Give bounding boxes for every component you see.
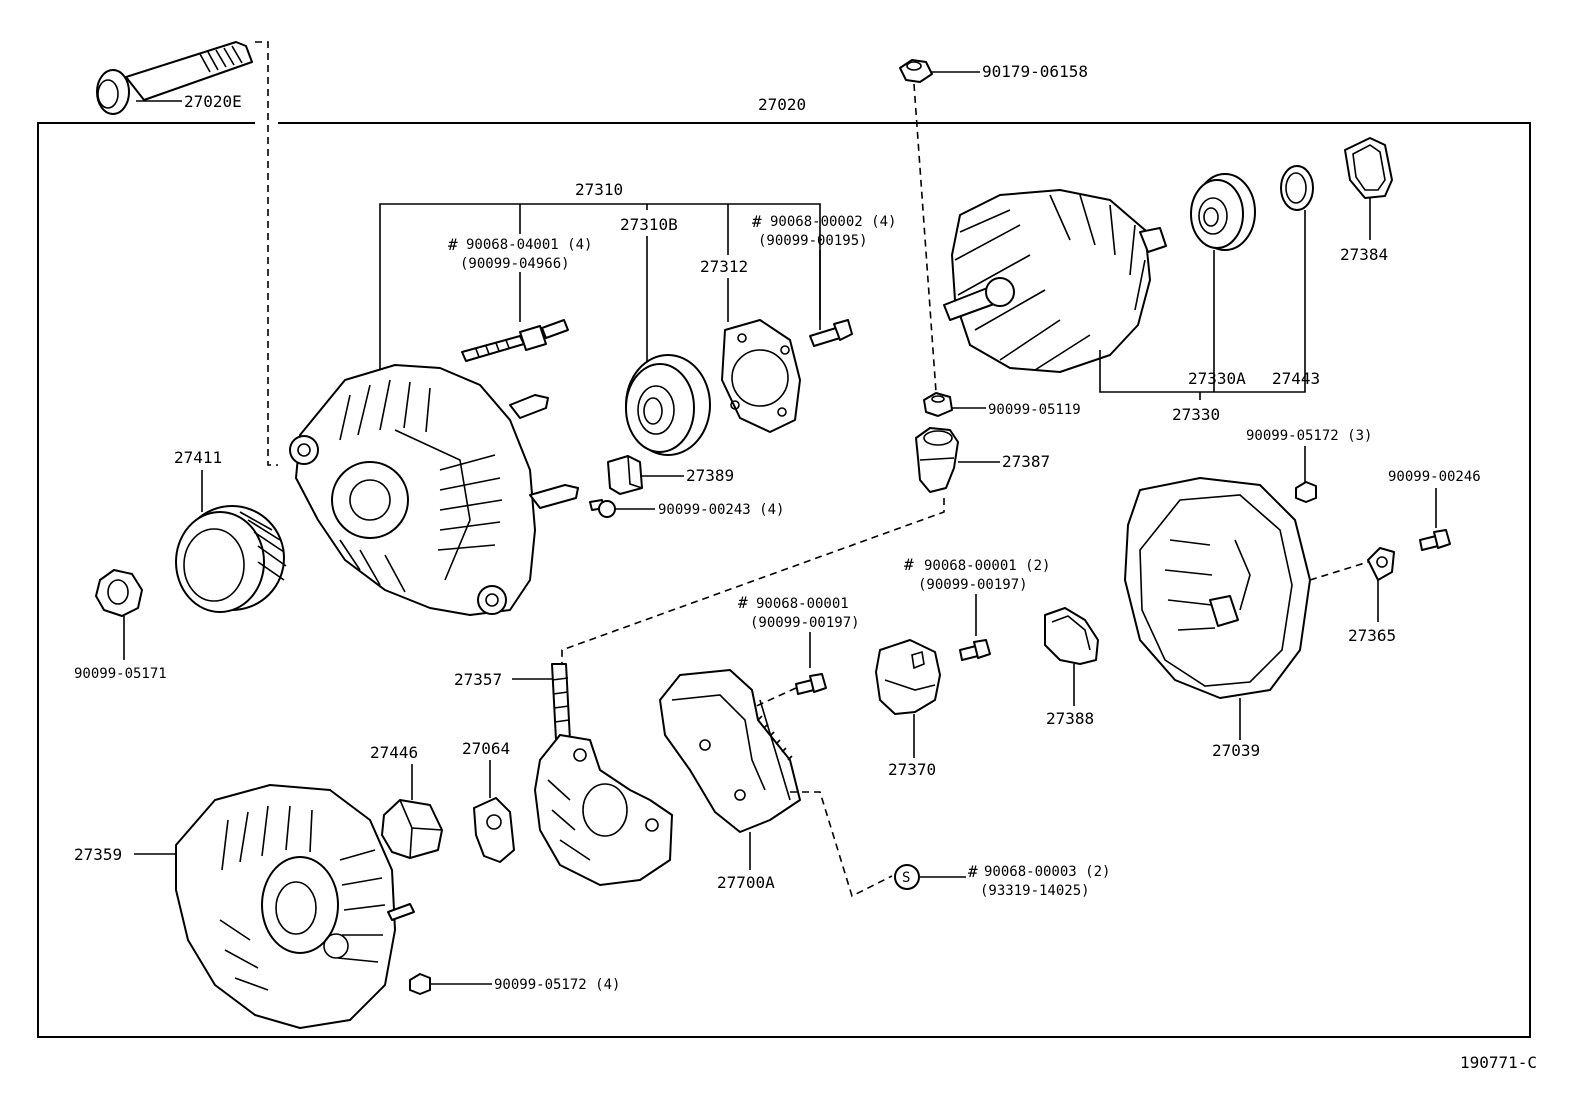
label-90099-04966: (90099-04966) — [460, 256, 570, 272]
label-90099-00246: 90099-00246 — [1388, 469, 1481, 485]
dashed-27020e — [255, 41, 278, 466]
label-27446: 27446 — [370, 743, 418, 762]
voltage-regulator-part — [659, 669, 801, 833]
leader-27330-bracket — [1099, 210, 1306, 393]
regulator-screw-part — [795, 673, 827, 695]
pulley-nut-part — [95, 569, 143, 617]
retainer-plate-part — [721, 319, 801, 433]
top-nut-part — [899, 59, 933, 83]
label-90068-00003: 90068-00003 (2) — [984, 864, 1110, 880]
long-bolt-part — [96, 41, 253, 115]
rear-cover-nut-part — [1295, 481, 1317, 503]
small-screw-part — [589, 499, 616, 518]
s-symbol-circle — [894, 864, 920, 890]
label-27020e: 27020E — [184, 92, 242, 111]
hash-mark-4: # — [738, 593, 748, 612]
hash-mark-3: # — [904, 555, 914, 574]
label-27387: 27387 — [1002, 452, 1050, 471]
label-27039: 27039 — [1212, 741, 1260, 760]
label-27330: 27330 — [1172, 405, 1220, 424]
hash-mark-1: # — [448, 235, 458, 254]
holder-screw-part — [959, 639, 991, 661]
label-90099-05171: 90099-05171 — [74, 666, 167, 682]
label-27359: 27359 — [74, 845, 122, 864]
label-27310b: 27310B — [620, 215, 678, 234]
brush-holder-cover-part — [875, 639, 941, 715]
label-27389: 27389 — [686, 466, 734, 485]
dashed-90179 — [913, 83, 937, 393]
label-27411: 27411 — [174, 448, 222, 467]
front-bearing-part — [625, 354, 711, 456]
label-93319-14025: (93319-14025) — [980, 883, 1090, 899]
label-90068-00001: 90068-00001 — [756, 596, 849, 612]
rear-end-cover-part — [1124, 477, 1311, 699]
rectifier-insulator-part — [381, 799, 443, 859]
label-27365: 27365 — [1348, 626, 1396, 645]
label-27357: 27357 — [454, 670, 502, 689]
terminal-insulator-part — [607, 455, 643, 495]
label-27388: 27388 — [1046, 709, 1094, 728]
brush-holder-part — [534, 663, 673, 886]
rear-bearing-part — [1190, 173, 1256, 251]
label-27310: 27310 — [575, 180, 623, 199]
stud-bolt-part — [461, 319, 569, 362]
label-27700a: 27700A — [717, 873, 775, 892]
dashed-27700a — [790, 791, 893, 898]
label-27020: 27020 — [758, 95, 806, 114]
label-90179-06158: 90179-06158 — [982, 62, 1088, 81]
rubber-retainer-part — [1344, 137, 1393, 199]
label-90099-00195: (90099-00195) — [758, 233, 868, 249]
label-27330a: 27330A — [1188, 369, 1246, 388]
label-90099-05172-4: 90099-05172 (4) — [494, 977, 620, 993]
rectifier-end-frame-part — [175, 784, 415, 1029]
label-90068-04001: 90068-04001 (4) — [466, 237, 592, 253]
terminal-cap-part — [915, 427, 959, 493]
label-90099-00197-b: (90099-00197) — [750, 615, 860, 631]
hash-mark-5: # — [968, 862, 978, 881]
label-90099-00243: 90099-00243 (4) — [658, 502, 784, 518]
s-symbol: S — [902, 870, 910, 886]
terminal-bolt-part — [1419, 529, 1451, 551]
terminal-cover-part — [1044, 607, 1099, 665]
label-90068-00002: 90068-00002 (4) — [770, 214, 896, 230]
label-90099-05119: 90099-05119 — [988, 402, 1081, 418]
label-90068-00001-2: 90068-00001 (2) — [924, 558, 1050, 574]
hash-mark-2: # — [752, 212, 762, 231]
label-90099-00197-a: (90099-00197) — [918, 577, 1028, 593]
frame-nut-part — [409, 973, 431, 995]
diagram-code: 190771-C — [1460, 1053, 1537, 1072]
terminal-nut-part — [923, 392, 953, 417]
insulation-washer-part — [473, 797, 515, 863]
terminal-holder-part — [1367, 547, 1395, 581]
assembly-frame — [37, 122, 1531, 1038]
dashed-regulator-screw — [751, 687, 797, 709]
rotor-part — [943, 189, 1167, 373]
pulley-part — [175, 505, 287, 613]
plate-screw-part — [809, 319, 853, 347]
dashed-27365 — [1309, 561, 1369, 581]
label-27443: 27443 — [1272, 369, 1320, 388]
dashed-27387 — [561, 498, 945, 665]
bearing-ring-part — [1280, 165, 1314, 211]
drive-end-frame-part — [289, 364, 579, 616]
label-27384: 27384 — [1340, 245, 1388, 264]
label-90099-05172-3: 90099-05172 (3) — [1246, 428, 1372, 444]
label-27064: 27064 — [462, 739, 510, 758]
label-27312: 27312 — [700, 257, 748, 276]
label-27370: 27370 — [888, 760, 936, 779]
